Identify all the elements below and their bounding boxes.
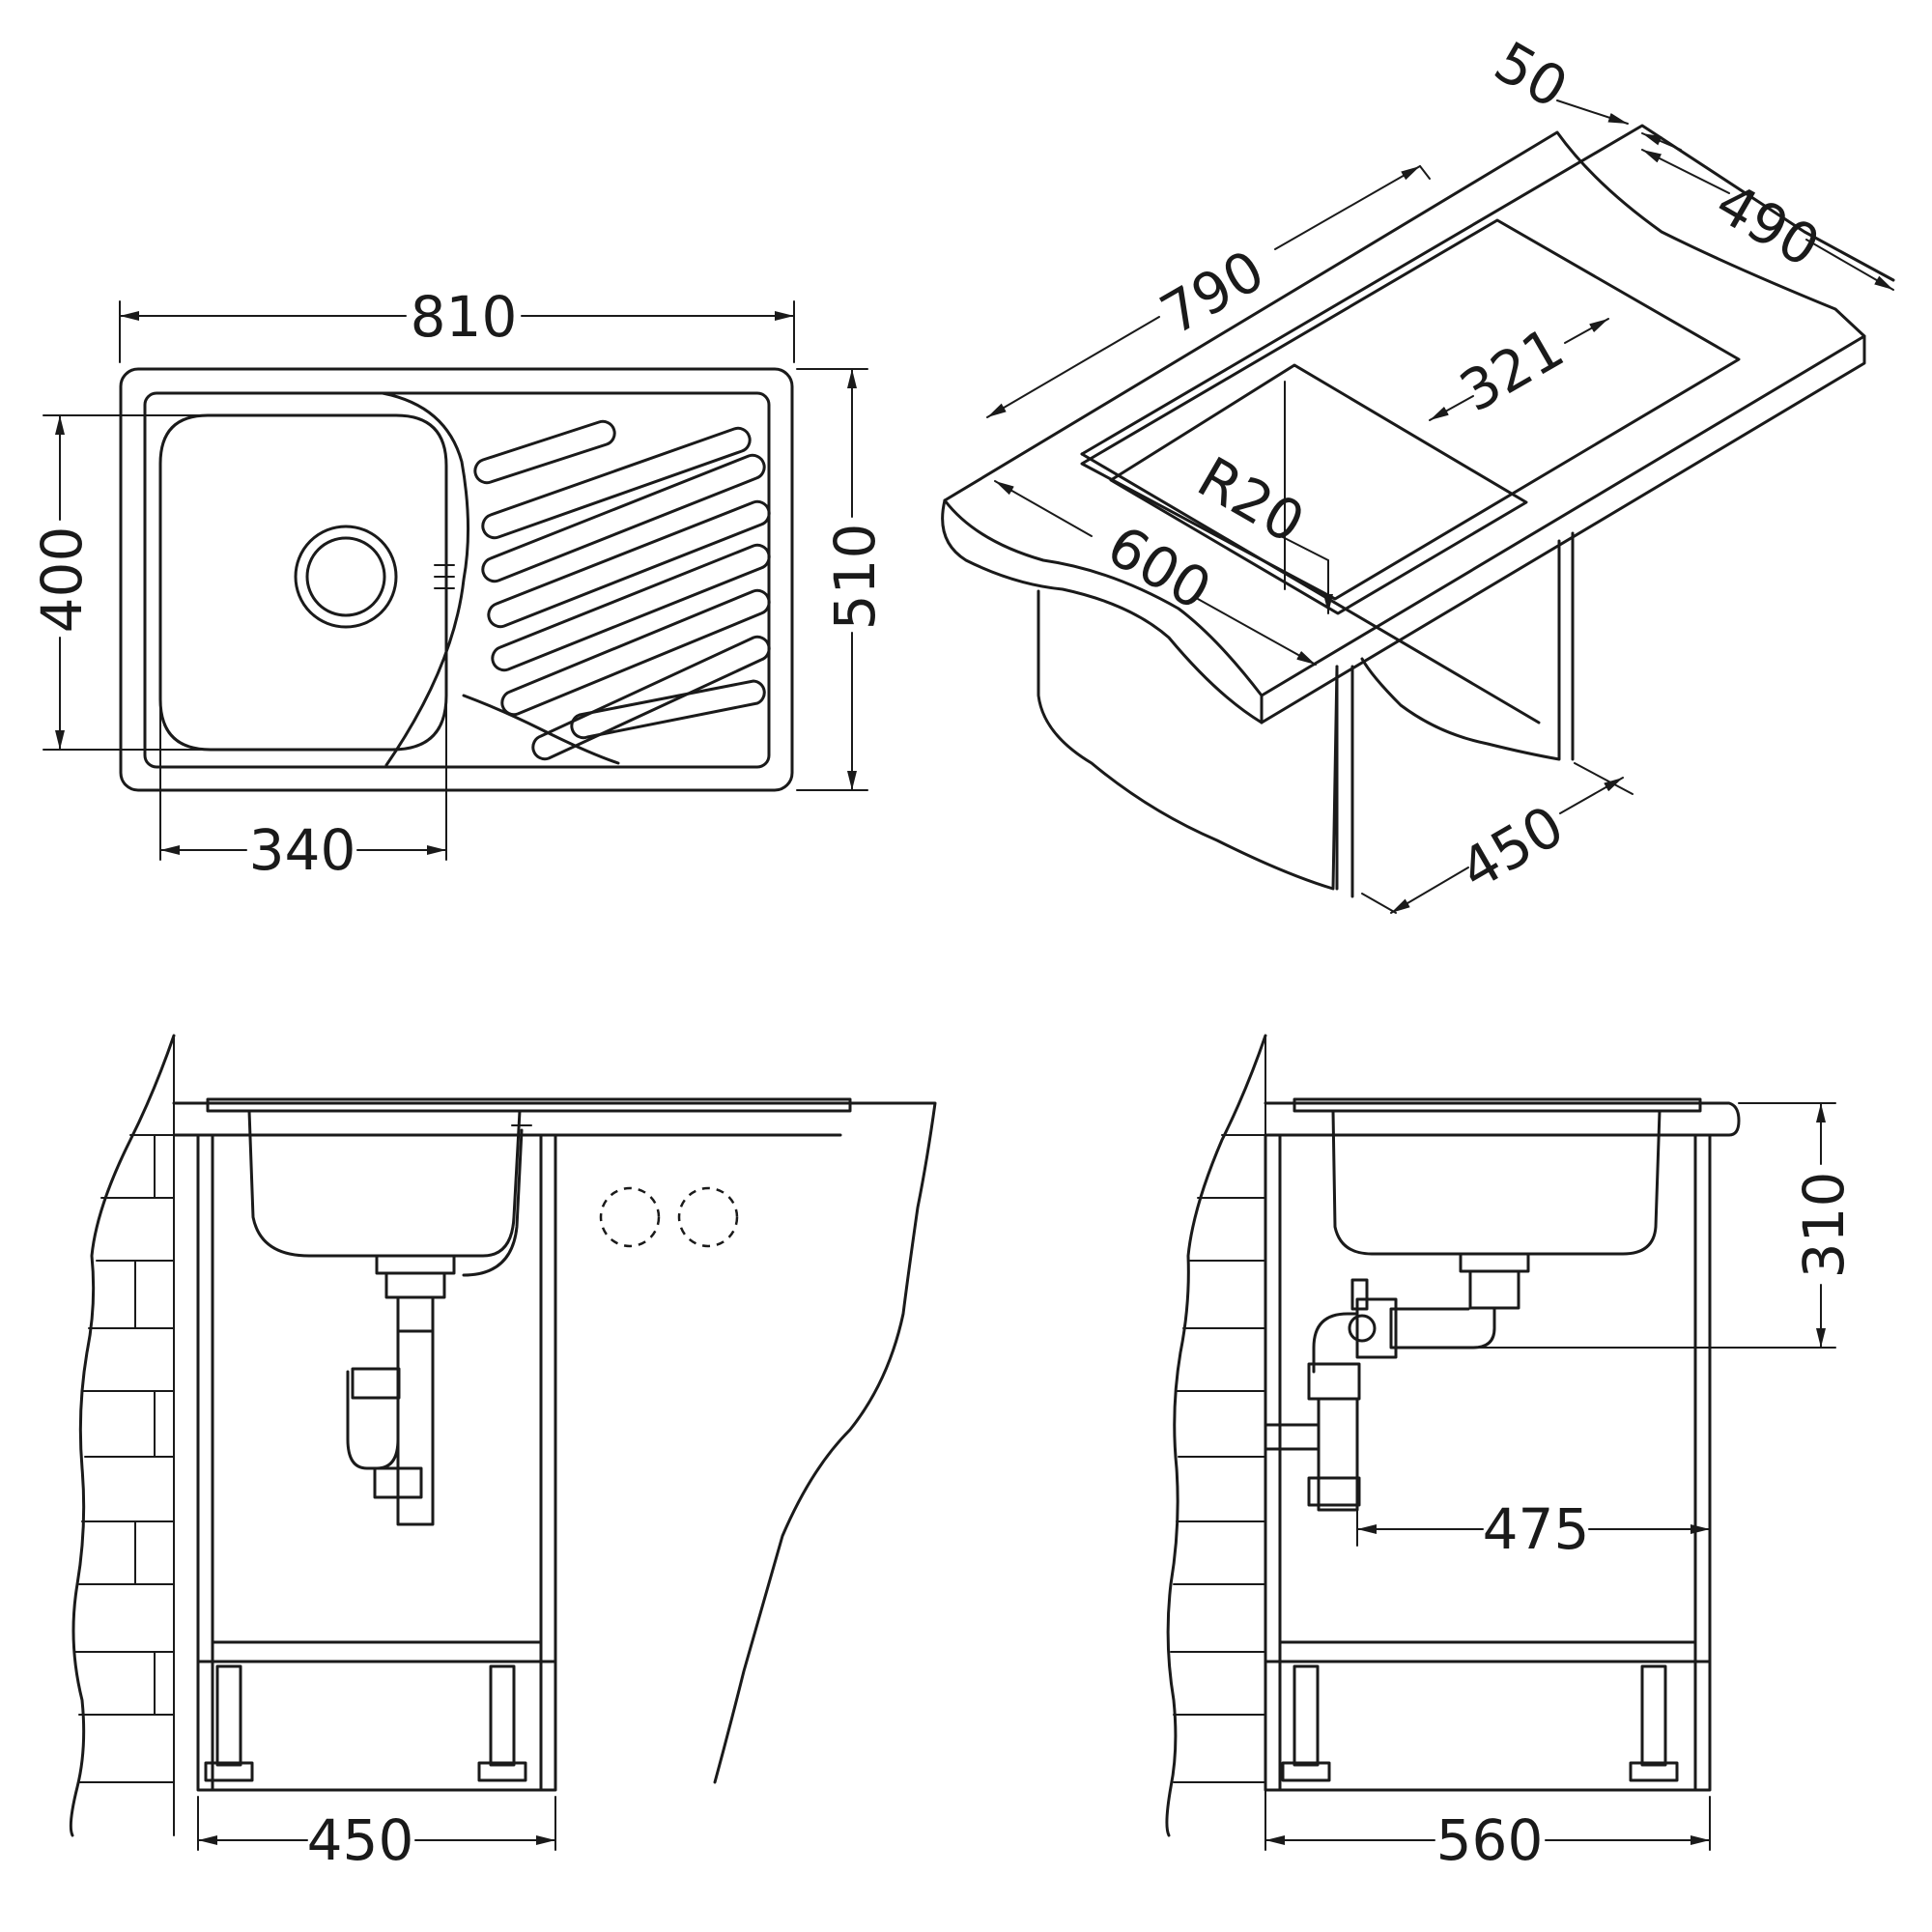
side-sink-lip <box>1293 1097 1702 1113</box>
side-brick-wall-outline <box>1165 1034 1267 1837</box>
front-bowl <box>247 1109 522 1258</box>
drainer-transition <box>462 694 620 765</box>
drain-outlet-inner <box>305 536 386 617</box>
dimension-iso-cabinet-depth: 450 <box>1361 762 1634 914</box>
drainer-grooves <box>473 419 771 761</box>
sink-inner-rim <box>143 391 771 769</box>
sink-outline <box>119 367 794 792</box>
isometric-view: 790 50 490 321 R20 600 450 <box>941 29 1895 914</box>
dimension-side-drain-offset: 475 <box>1356 1400 1711 1562</box>
drain-holes <box>599 1186 739 1248</box>
countertop-front-edge <box>941 498 1264 724</box>
cabinet-panel <box>1360 539 1561 761</box>
dim-321-label: 321 <box>1449 315 1575 425</box>
sink-rim-outer <box>1080 124 1895 456</box>
dimension-front-cabinet: 450 <box>197 1796 556 1873</box>
countertop-right-edge <box>1260 334 1866 724</box>
side-view: 310 475 560 <box>1165 1034 1857 1873</box>
bowl-basin <box>1109 363 1528 615</box>
dim-475-label: 475 <box>1483 1496 1590 1562</box>
dimension-side-bowl-height: 310 <box>1419 1102 1857 1349</box>
sink-rim-front <box>1080 452 1541 724</box>
side-bowl <box>1331 1109 1662 1256</box>
dimension-bowl-depth: 400 <box>29 414 209 751</box>
dim-490-label: 490 <box>1705 170 1831 280</box>
brick-wall <box>74 1035 175 1836</box>
dimension-iso-depth: 490 <box>1641 149 1894 291</box>
cabinet-feet <box>204 1664 527 1782</box>
dim-310-label: 310 <box>1791 1172 1857 1279</box>
countertop <box>172 1101 937 1784</box>
brick-wall-outline <box>69 1034 176 1837</box>
dim-r20-label: R20 <box>1187 444 1316 556</box>
drainer-contour <box>381 391 470 767</box>
side-cabinet-body <box>1264 1133 1712 1792</box>
dim-560-label: 560 <box>1436 1807 1544 1873</box>
dim-510-label: 510 <box>822 524 888 631</box>
dimension-side-cabinet: 560 <box>1264 1796 1711 1873</box>
dim-790-label: 790 <box>1150 238 1275 348</box>
dim-810-label: 810 <box>411 284 518 350</box>
bowl-outline <box>158 413 448 752</box>
countertop-top-face <box>943 130 1866 697</box>
dim-450-iso-label: 450 <box>1449 793 1575 903</box>
sink-lip <box>206 1097 852 1113</box>
overflow-icon <box>434 564 455 589</box>
dimension-bowl-width: 340 <box>159 695 447 883</box>
cabinet-left-side <box>1037 589 1339 891</box>
dim-400-label: 400 <box>29 526 95 634</box>
sink-inner-rim <box>1080 218 1741 601</box>
side-cabinet-feet <box>1281 1664 1679 1782</box>
front-drain-pipes <box>346 1124 532 1526</box>
dimension-overall-depth: 510 <box>796 368 888 791</box>
cabinet-body <box>196 1133 557 1792</box>
dim-450-front-label: 450 <box>307 1807 414 1873</box>
dimension-iso-bowl-width: 321 <box>1429 315 1609 425</box>
drain-outlet <box>294 525 398 629</box>
side-drain-pipes <box>1264 1252 1530 1512</box>
dimension-overall-width: 810 <box>119 284 795 363</box>
top-view: 810 510 400 340 <box>29 284 888 883</box>
side-countertop <box>1264 1101 1741 1137</box>
front-view: 450 <box>69 1034 937 1873</box>
dim-50-label: 50 <box>1484 29 1578 122</box>
dim-340-label: 340 <box>249 817 356 883</box>
side-brick-wall <box>1170 1035 1266 1836</box>
